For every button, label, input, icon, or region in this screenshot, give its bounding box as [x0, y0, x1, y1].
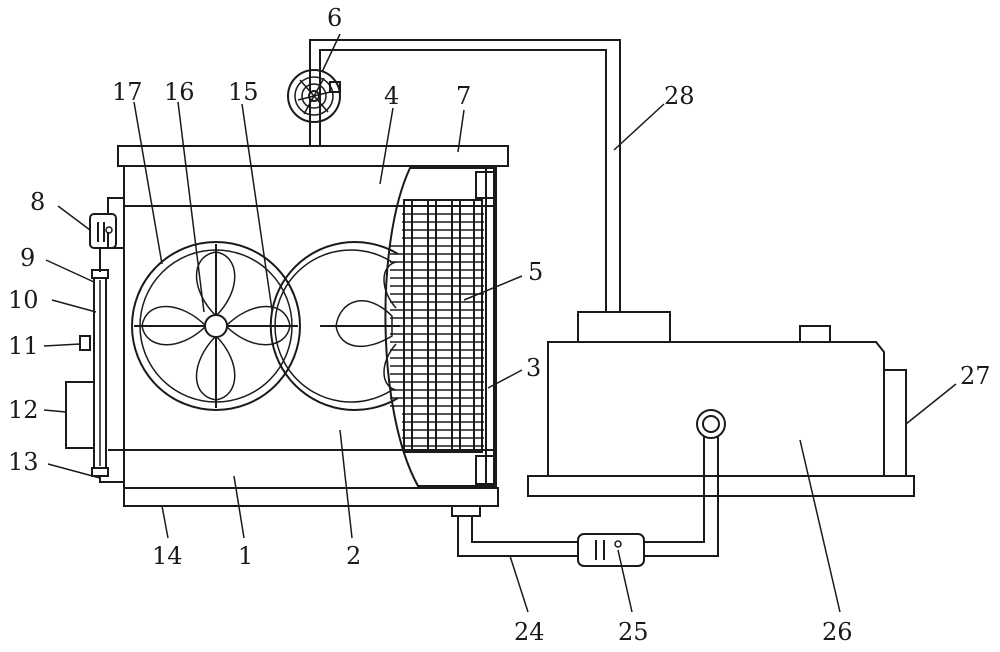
label-15: 15	[228, 78, 259, 106]
label-12: 12	[8, 396, 39, 424]
label-9: 9	[20, 244, 35, 272]
fan-left	[131, 241, 301, 411]
label-8: 8	[30, 188, 45, 216]
label-11: 11	[8, 332, 39, 360]
label-25: 25	[618, 618, 649, 646]
label-3: 3	[526, 354, 541, 382]
label-16: 16	[164, 78, 195, 106]
label-7: 7	[456, 82, 471, 110]
heat-exchanger	[384, 167, 495, 487]
label-2: 2	[346, 542, 361, 570]
label-17: 17	[112, 78, 143, 106]
side-components	[65, 197, 124, 483]
blower-and-pipe	[287, 39, 621, 312]
label-6: 6	[327, 4, 342, 32]
leader-lines	[43, 33, 957, 613]
return-pipe	[451, 409, 726, 567]
part-labels: 6 4 7 28 17 16 15 5 3 8 9 10 11 12 13 14…	[8, 4, 991, 646]
label-5: 5	[528, 258, 543, 286]
label-13: 13	[8, 448, 39, 476]
fan-right	[269, 241, 400, 411]
label-27: 27	[960, 362, 991, 390]
label-14: 14	[152, 542, 183, 570]
label-26: 26	[822, 618, 853, 646]
cooling-unit	[527, 311, 915, 497]
label-1: 1	[238, 542, 253, 570]
label-10: 10	[8, 286, 39, 314]
label-24: 24	[514, 618, 545, 646]
label-4: 4	[384, 82, 399, 110]
main-housing	[117, 145, 509, 507]
label-28: 28	[664, 82, 695, 110]
